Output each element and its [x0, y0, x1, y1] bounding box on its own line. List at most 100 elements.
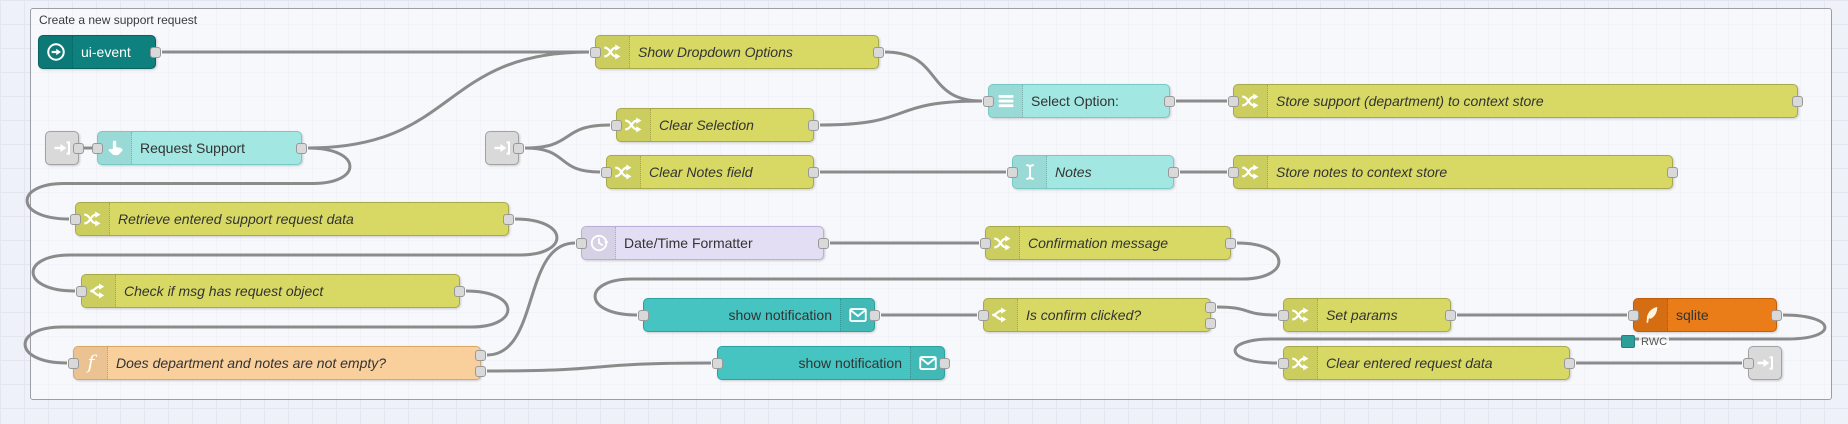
link-in-icon [54, 141, 70, 155]
node-notif-2[interactable]: show notification [712, 346, 950, 380]
node-label: Check if msg has request object [124, 283, 324, 299]
node-check-msg[interactable]: Check if msg has request object [76, 274, 465, 308]
fork-icon [991, 307, 1006, 323]
output-port-0[interactable] [1667, 167, 1678, 178]
wire-does-dept-to-datetime[interactable] [486, 241, 576, 357]
feather-icon [1645, 306, 1657, 323]
node-sqlite[interactable]: sqlite [1628, 298, 1782, 332]
node-notif-1[interactable]: show notification [638, 298, 880, 332]
input-port[interactable] [590, 47, 601, 58]
node-store-support[interactable]: Store support (department) to context st… [1228, 84, 1803, 118]
node-iconbox [39, 36, 73, 68]
wire-retrieve-to-check-msg[interactable] [31, 217, 559, 293]
node-request-support[interactable]: Request Support [92, 131, 307, 165]
node-notes[interactable]: Notes [1007, 155, 1179, 189]
input-port[interactable] [1278, 310, 1289, 321]
input-port[interactable] [638, 310, 649, 321]
node-link-in-1[interactable] [45, 131, 84, 165]
output-port-0[interactable] [454, 286, 465, 297]
wire-link-in-2-to-clear-notes[interactable] [524, 146, 601, 174]
input-port[interactable] [92, 143, 103, 154]
node-label: Confirmation message [1028, 235, 1169, 251]
node-clear-entered[interactable]: Clear entered request data [1278, 346, 1575, 380]
output-port-1[interactable] [1205, 318, 1216, 329]
input-port[interactable] [76, 286, 87, 297]
wire-sqlite-to-clear-entered[interactable] [1233, 313, 1827, 365]
output-port-0[interactable] [818, 238, 829, 249]
output-port-0[interactable] [513, 143, 524, 154]
output-port-0[interactable] [869, 310, 880, 321]
node-iconbox [910, 347, 944, 379]
input-port[interactable] [1628, 310, 1639, 321]
node-clear-notes[interactable]: Clear Notes field [601, 155, 819, 189]
output-port-0[interactable] [503, 214, 514, 225]
output-port-0[interactable] [808, 167, 819, 178]
node-store-notes[interactable]: Store notes to context store [1228, 155, 1678, 189]
wire-show-dropdown-to-select-option[interactable] [884, 50, 983, 103]
output-port-0[interactable] [1164, 96, 1175, 107]
input-port[interactable] [978, 310, 989, 321]
output-port-0[interactable] [296, 143, 307, 154]
output-port-0[interactable] [475, 350, 486, 361]
envelope-icon [848, 308, 867, 322]
wire-request-support-to-retrieve[interactable] [25, 146, 352, 221]
wire-clear-selection-to-select-option[interactable] [819, 99, 983, 127]
output-port-0[interactable] [1168, 167, 1179, 178]
wire-check-msg-to-does-dept[interactable] [23, 289, 510, 365]
input-port[interactable] [1278, 358, 1289, 369]
wire-does-dept-to-notif-2[interactable] [486, 361, 712, 373]
input-port[interactable] [1228, 96, 1239, 107]
input-port[interactable] [68, 358, 79, 369]
node-clear-selection[interactable]: Clear Selection [611, 108, 819, 142]
node-iconbox [617, 109, 651, 141]
output-port-0[interactable] [150, 47, 161, 58]
input-port[interactable] [1228, 167, 1239, 178]
output-port-0[interactable] [808, 120, 819, 131]
node-label: Retrieve entered support request data [118, 211, 354, 227]
wire-is-confirm-to-set-params[interactable] [1216, 305, 1278, 317]
ibeam-icon [1025, 164, 1034, 180]
output-port-1[interactable] [475, 366, 486, 377]
node-iconbox [1013, 156, 1047, 188]
wire-link-in-2-to-clear-selection[interactable] [524, 123, 611, 150]
output-port-0[interactable] [1792, 96, 1803, 107]
input-port[interactable] [611, 120, 622, 131]
input-port[interactable] [576, 238, 587, 249]
input-port[interactable] [712, 358, 723, 369]
input-port[interactable] [1007, 167, 1018, 178]
output-port-0[interactable] [1771, 310, 1782, 321]
output-port-0[interactable] [939, 358, 950, 369]
input-port[interactable] [980, 238, 991, 249]
output-port-0[interactable] [1445, 310, 1456, 321]
node-retrieve[interactable]: Retrieve entered support request data [70, 202, 514, 236]
node-select-option[interactable]: Select Option: [983, 84, 1175, 118]
output-port-0[interactable] [1225, 238, 1236, 249]
node-iconbox [840, 299, 874, 331]
node-confirmation[interactable]: Confirmation message [980, 226, 1236, 260]
node-datetime[interactable]: Date/Time Formatter [576, 226, 829, 260]
node-iconbox [582, 227, 616, 259]
node-show-dropdown[interactable]: Show Dropdown Options [590, 35, 884, 69]
output-port-0[interactable] [73, 143, 84, 154]
wire-confirmation-to-notif-1[interactable] [593, 241, 1281, 317]
input-port[interactable] [70, 214, 81, 225]
node-is-confirm[interactable]: Is confirm clicked? [978, 298, 1216, 332]
node-iconbox [989, 85, 1023, 117]
input-port[interactable] [601, 167, 612, 178]
shuffle-icon [1291, 307, 1308, 323]
output-port-0[interactable] [1205, 302, 1216, 313]
input-port[interactable] [1743, 358, 1754, 369]
node-label: ui-event [81, 44, 131, 60]
output-port-0[interactable] [1564, 358, 1575, 369]
node-set-params[interactable]: Set params [1278, 298, 1456, 332]
node-ui-event[interactable]: ui-event [38, 35, 161, 69]
input-port[interactable] [983, 96, 994, 107]
wire-request-support-to-show-dropdown[interactable] [307, 50, 590, 150]
node-link-in-2[interactable] [485, 131, 524, 165]
output-port-0[interactable] [873, 47, 884, 58]
node-link-out-1[interactable] [1743, 346, 1782, 380]
node-label: Store notes to context store [1276, 164, 1448, 180]
